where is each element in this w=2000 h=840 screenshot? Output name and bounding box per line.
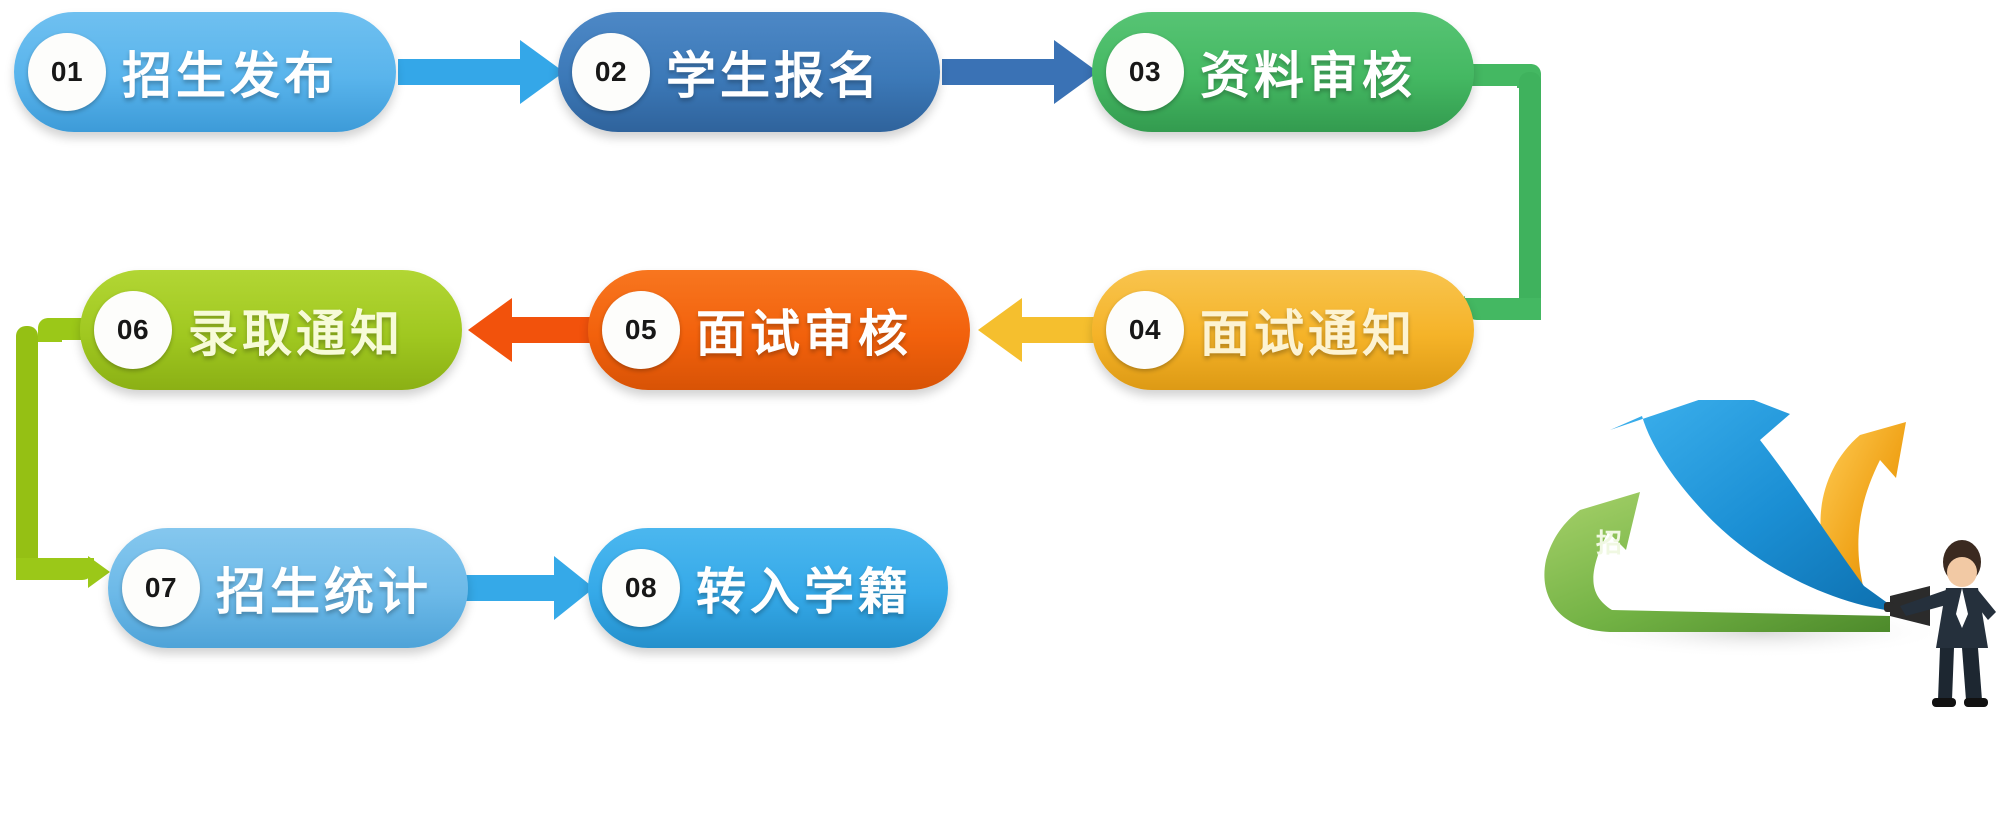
step-number-badge: 06 (94, 291, 172, 369)
flow-node-05[interactable]: 05 面试审核 (588, 270, 970, 390)
flow-node-label: 转入学籍 (696, 563, 912, 621)
arrow-shaft (1018, 317, 1098, 343)
arrow-head-left (468, 298, 512, 362)
connector-04-to-05 (978, 298, 1098, 362)
elbow-segment-vertical (1519, 72, 1541, 316)
flow-node-01[interactable]: 01 招生发布 (14, 12, 396, 132)
connector-07-to-08 (462, 556, 594, 620)
flow-node-03[interactable]: 03 资料审核 (1092, 12, 1474, 132)
step-number-badge: 04 (1106, 291, 1184, 369)
flow-node-label: 招生统计 (216, 563, 432, 621)
flow-node-08[interactable]: 08 转入学籍 (588, 528, 948, 648)
flow-node-04[interactable]: 04 面试通知 (1092, 270, 1474, 390)
step-number-badge: 07 (122, 549, 200, 627)
elbow-segment-vertical (16, 326, 38, 576)
elbow-corner (38, 318, 62, 342)
flow-node-label: 面试通知 (1200, 305, 1416, 363)
connector-02-to-03 (942, 40, 1098, 104)
flow-node-02[interactable]: 02 学生报名 (558, 12, 940, 132)
arrow-shaft (462, 575, 558, 601)
step-number-badge: 08 (602, 549, 680, 627)
arrow-head-right (520, 40, 564, 104)
green-arrow-shape (1544, 492, 1890, 632)
connector-03-to-04 (1443, 58, 1575, 358)
step-number-badge: 02 (572, 33, 650, 111)
connector-05-to-06 (468, 298, 592, 362)
flow-node-label: 学生报名 (666, 47, 882, 105)
green-arrow-character: 招 (1596, 529, 1622, 559)
connector-01-to-02 (398, 40, 564, 104)
arrow-head-right (88, 556, 110, 588)
flow-node-label: 录取通知 (188, 305, 404, 363)
step-number-badge: 05 (602, 291, 680, 369)
businessman-figure (1900, 540, 1996, 707)
arrow-shaft (508, 317, 592, 343)
flow-node-label: 招生发布 (122, 47, 338, 105)
elbow-segment-horizontal-bottom (16, 558, 94, 580)
arrow-shaft (398, 59, 526, 85)
arrow-shaft (942, 59, 1062, 85)
flow-node-06[interactable]: 06 录取通知 (80, 270, 462, 390)
flow-node-label: 面试审核 (696, 305, 912, 363)
step-number-badge: 03 (1106, 33, 1184, 111)
megaphone-handle (1884, 602, 1894, 612)
blue-arrow-shape (1610, 400, 1900, 612)
arrow-head-right (554, 556, 594, 620)
flow-node-07[interactable]: 07 招生统计 (108, 528, 468, 648)
step-number-badge: 01 (28, 33, 106, 111)
flow-node-label: 资料审核 (1200, 47, 1416, 105)
arrow-head-left (978, 298, 1022, 362)
blue-arrow-character: 生 (1688, 400, 1714, 402)
elbow-segment-horizontal-bottom (1465, 298, 1541, 320)
recruitment-illustration: 生 招 (1460, 400, 2000, 840)
arrow-head-right (1054, 40, 1098, 104)
